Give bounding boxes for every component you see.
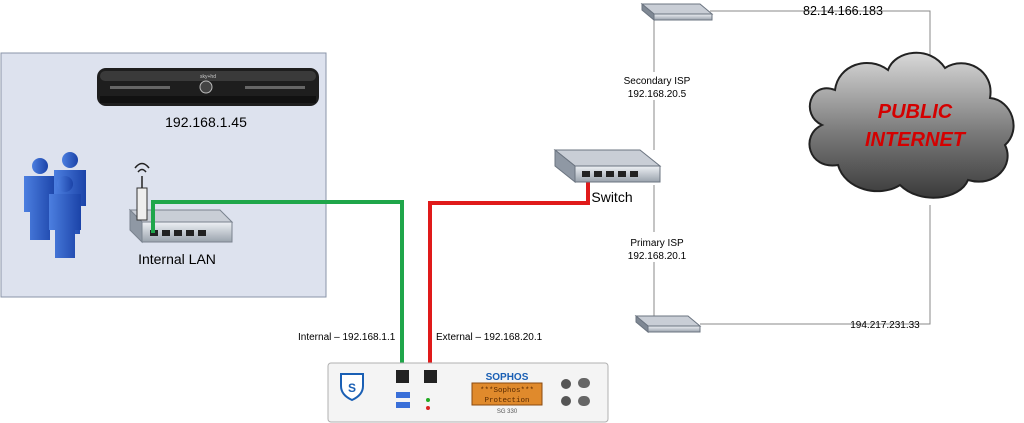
secondary-isp-title: Secondary ISP [624, 76, 691, 87]
primary-public-ip: 194.217.231.33 [850, 320, 920, 331]
internet-cloud-icon [808, 51, 1015, 199]
internal-lan-label: Internal LAN [138, 251, 216, 267]
secondary-isp-router-icon [640, 2, 714, 22]
external-cable [428, 180, 590, 378]
external-port [424, 370, 437, 383]
internal-port [396, 370, 409, 383]
sophos-shield-icon [340, 373, 364, 402]
svg-text:S: S [348, 381, 356, 395]
enter-button [578, 396, 590, 406]
lcd-line2: Protection [484, 397, 529, 405]
sky-ip-label: 192.168.1.45 [165, 114, 247, 130]
down-button [561, 396, 571, 406]
internal-cable [151, 200, 404, 378]
internet-label-line1: PUBLIC [878, 101, 953, 123]
lcd-line1: ***Sophos*** [480, 387, 534, 395]
sophos-brand: SOPHOS [486, 372, 529, 383]
model-label: SG 330 [497, 409, 518, 415]
users-icon [24, 152, 86, 258]
primary-isp-title: Primary ISP [630, 238, 684, 249]
isp-connection-lines [653, 10, 931, 325]
lcd-display [471, 382, 543, 406]
usb-port [396, 392, 410, 398]
sky-hd-box: sky+hd [97, 68, 319, 106]
internal-ip-label: Internal – 192.168.1.1 [298, 332, 396, 343]
primary-isp-ip: 192.168.20.1 [628, 251, 687, 262]
internet-label-line2: INTERNET [865, 129, 967, 151]
lan-router-icon [128, 162, 234, 244]
primary-isp-router-icon [634, 314, 702, 334]
sophos-firewall: S SOPHOS ***Sophos*** Protection SG 330 [327, 362, 609, 423]
up-button [561, 379, 571, 389]
switch-label: Switch [591, 189, 632, 205]
esc-button [578, 378, 590, 388]
secondary-isp-ip: 192.168.20.5 [628, 89, 687, 100]
external-ip-label: External – 192.168.20.1 [436, 332, 543, 343]
secondary-public-ip: 82.14.166.183 [803, 4, 883, 18]
sky-brand-label: sky+hd [200, 74, 216, 80]
switch-icon [553, 148, 662, 184]
